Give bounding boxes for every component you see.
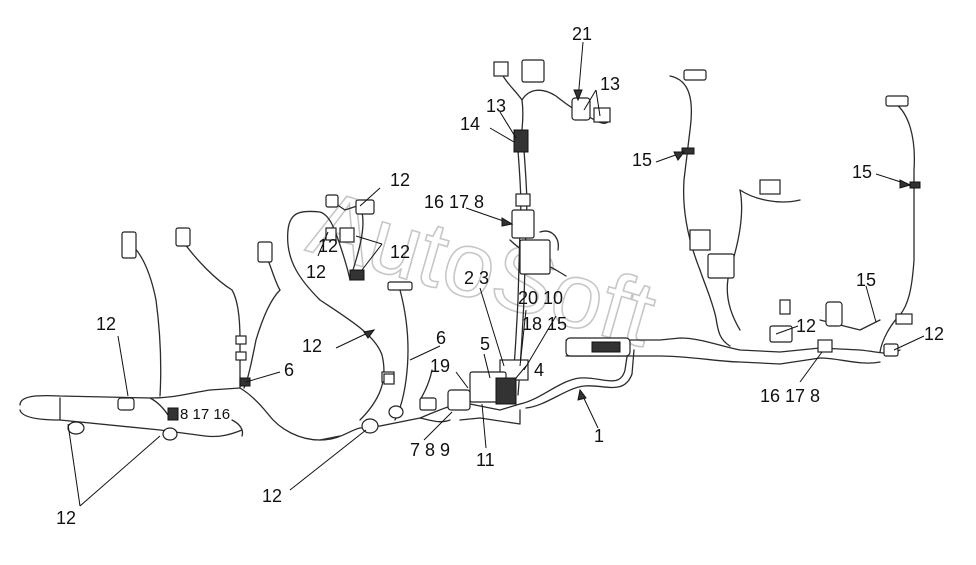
callout-12: 12 [390, 242, 410, 262]
leader-lines [67, 41, 925, 507]
callout-4: 4 [534, 360, 544, 380]
callout-13: 13 [486, 96, 506, 116]
callout-12: 12 [302, 336, 322, 356]
callout-13: 13 [600, 74, 620, 94]
callout-16-17-8: 16 17 8 [424, 192, 484, 212]
callout-12: 12 [306, 262, 326, 282]
callout-12: 12 [56, 508, 76, 528]
callout-20-10: 20 10 [518, 288, 563, 308]
callout-15: 15 [852, 162, 872, 182]
center-harness [379, 59, 611, 427]
callout-12: 12 [390, 170, 410, 190]
callout-1: 1 [594, 426, 604, 446]
left-harness [19, 227, 341, 441]
callout-8-17-16: 8 17 16 [180, 406, 230, 423]
callout-12: 12 [924, 324, 944, 344]
right-harness [519, 69, 921, 409]
callout-6: 6 [436, 328, 446, 348]
callout-12: 12 [796, 316, 816, 336]
callout-19: 19 [430, 356, 450, 376]
callout-5: 5 [480, 334, 490, 354]
callout-2-3: 2 3 [464, 268, 489, 288]
callout-14: 14 [460, 114, 480, 134]
callout-12: 12 [318, 236, 338, 256]
callout-7-8-9: 7 8 9 [410, 440, 450, 460]
callout-18-15: 18 15 [522, 314, 567, 334]
callout-12: 12 [262, 486, 282, 506]
callout-12: 12 [96, 314, 116, 334]
callout-11: 11 [476, 450, 495, 470]
callout-15: 15 [856, 270, 876, 290]
callout-6: 6 [284, 360, 294, 380]
callout-15: 15 [632, 150, 652, 170]
callouts: 21 13 13 14 15 15 15 12 16 17 8 12 12 2 … [56, 24, 944, 528]
callout-16-17-8: 16 17 8 [760, 386, 820, 406]
callout-21: 21 [572, 24, 592, 44]
